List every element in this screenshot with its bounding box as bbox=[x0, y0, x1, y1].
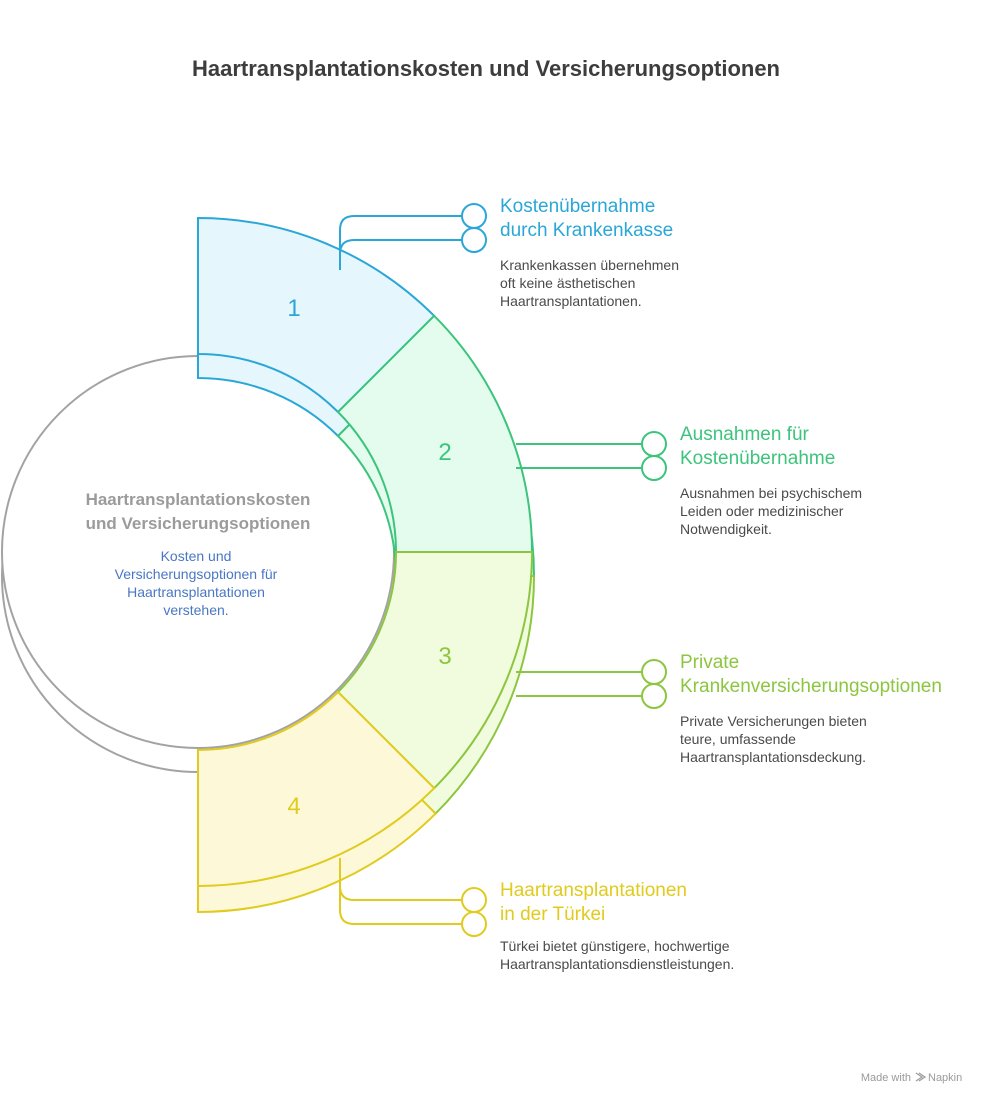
connector-1-line-2 bbox=[339, 239, 462, 270]
item-3-desc-line-2: teure, umfassende bbox=[680, 731, 796, 747]
segment-number-3: 3 bbox=[438, 643, 451, 670]
connector-1-line-1 bbox=[339, 215, 462, 270]
item-3-desc-line-1: Private Versicherungen bieten bbox=[680, 713, 867, 729]
item-1-title-line-1: Kostenübernahme bbox=[500, 196, 655, 217]
connectors-layer bbox=[339, 203, 667, 937]
segment-number-4: 4 bbox=[287, 793, 300, 820]
item-4-desc-line-1: Türkei bietet günstigere, hochwertige bbox=[500, 938, 730, 954]
item-1-desc-line-2: oft keine ästhetischen bbox=[500, 275, 635, 291]
item-1-desc-line-1: Krankenkassen übernehmen bbox=[500, 257, 679, 273]
footer-watermark: Made with Napkin bbox=[861, 1072, 962, 1084]
item-1-desc-line-3: Haartransplantationen. bbox=[500, 293, 642, 309]
center-subtitle-line-1: Kosten und bbox=[161, 548, 232, 564]
center-subtitle-line-3: Haartransplantationen bbox=[127, 584, 265, 600]
connector-2-node-2 bbox=[641, 455, 667, 481]
napkin-logo-icon bbox=[915, 1072, 927, 1082]
item-1-title-line-2: durch Krankenkasse bbox=[500, 220, 673, 241]
segment-number-1: 1 bbox=[287, 295, 300, 322]
item-2-title-line-2: Kostenübernahme bbox=[680, 448, 835, 469]
ring-segment-4 bbox=[197, 690, 438, 914]
center-subtitle-line-4: verstehen. bbox=[163, 602, 228, 618]
item-4-title-line-2: in der Türkei bbox=[500, 904, 605, 925]
item-2: 2 Ausnahmen für Kostenübernahme Ausnahme… bbox=[438, 424, 862, 537]
connector-4-node-2 bbox=[461, 911, 487, 937]
connector-1 bbox=[339, 203, 487, 270]
item-3-desc-line-3: Haartransplantationsdeckung. bbox=[680, 749, 866, 765]
item-4-title-line-1: Haartransplantationen bbox=[500, 880, 687, 901]
connector-1-node-2 bbox=[461, 227, 487, 253]
connector-2 bbox=[516, 431, 667, 481]
connector-3 bbox=[516, 659, 667, 709]
item-2-desc-line-2: Leiden oder medizinischer bbox=[680, 503, 844, 519]
center-title-line-1: Haartransplantationskosten bbox=[86, 490, 311, 509]
item-1: 1 Kostenübernahme durch Krankenkasse Kra… bbox=[287, 196, 679, 322]
center-title-line-2: und Versicherungsoptionen bbox=[86, 514, 311, 533]
connector-3-node-2 bbox=[641, 683, 667, 709]
connector-4-node-1 bbox=[461, 887, 487, 913]
page-title: Haartransplantationskosten und Versicher… bbox=[192, 56, 780, 81]
item-3-title-line-1: Private bbox=[680, 652, 739, 673]
footer-brand: Napkin bbox=[928, 1072, 962, 1084]
segments-layer bbox=[197, 216, 536, 914]
item-3-title-line-2: Krankenversicherungsoptionen bbox=[680, 676, 942, 697]
item-2-desc-line-3: Notwendigkeit. bbox=[680, 521, 772, 537]
item-4-desc-line-2: Haartransplantationsdienstleistungen. bbox=[500, 956, 734, 972]
center-subtitle-line-2: Versicherungsoptionen für bbox=[115, 566, 278, 582]
item-4: 4 Haartransplantationen in der Türkei Tü… bbox=[287, 793, 734, 972]
item-2-title-line-1: Ausnahmen für bbox=[680, 424, 810, 445]
ring-segment-4-front bbox=[197, 690, 436, 888]
connector-4 bbox=[339, 858, 487, 937]
item-3: 3 Private Krankenversicherungsoptionen P… bbox=[438, 643, 942, 765]
connector-4-line-2 bbox=[339, 858, 462, 925]
center-text: Haartransplantationskosten und Versicher… bbox=[86, 490, 311, 618]
footer-made-with: Made with bbox=[861, 1072, 911, 1084]
connector-3-node-1 bbox=[641, 659, 667, 685]
segment-number-2: 2 bbox=[438, 439, 451, 466]
connector-1-node-1 bbox=[461, 203, 487, 229]
item-2-desc-line-1: Ausnahmen bei psychischem bbox=[680, 485, 862, 501]
connector-2-node-1 bbox=[641, 431, 667, 457]
